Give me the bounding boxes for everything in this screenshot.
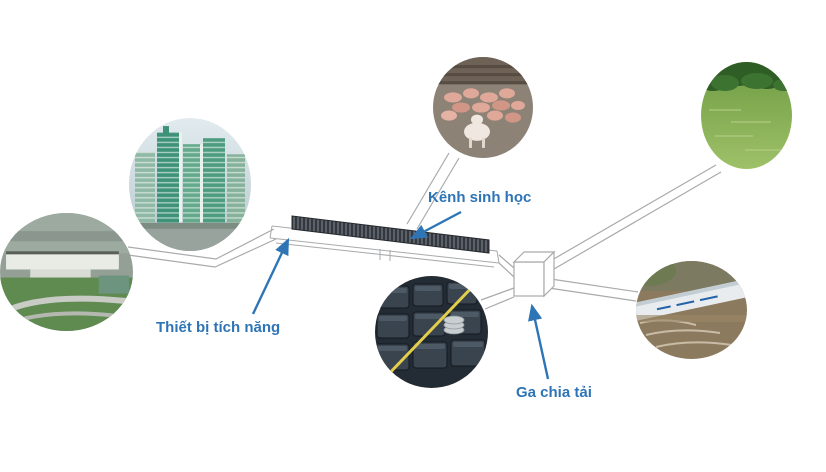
label-ga-chia-tai: Ga chia tải: [516, 384, 592, 401]
silver-cell-stack: [443, 315, 465, 335]
pipe-outlet-discharge: [541, 277, 639, 302]
airport-aerial-art: [0, 213, 133, 331]
arrow-thiet-bi-tich-nang: [251, 237, 290, 315]
arrow-kenh-sinh-hoc: [409, 210, 462, 240]
battery-storage-photo: [375, 276, 488, 388]
pipe-channel-to-box: [498, 254, 515, 278]
green-lake-photo: [701, 62, 792, 169]
pipe-outlet-lake: [551, 164, 722, 270]
pipe-battery: [480, 287, 515, 310]
discharge-channel-photo: [636, 261, 747, 359]
pipe-inlet-pigfarm: [406, 152, 460, 230]
green-lake-art: [701, 62, 792, 169]
apartment-towers-art: [129, 118, 251, 251]
pig-farm-photo: [433, 57, 533, 158]
load-splitter-box: [512, 250, 556, 298]
biological-channel-grating: [291, 215, 490, 254]
discharge-channel-art: [636, 261, 747, 359]
arrow-ga-chia-tai: [528, 303, 550, 380]
label-kenh-sinh-hoc: Kênh sinh học: [428, 189, 532, 206]
airport-aerial-photo: [0, 213, 133, 331]
yellow-cable: [381, 280, 479, 382]
pipe-inlet-left: [127, 228, 277, 268]
apartment-towers-photo: [129, 118, 251, 251]
battery-storage-art: [375, 276, 488, 388]
white-weir-pipe: [636, 277, 747, 322]
pig-farm-art: [433, 57, 533, 158]
white-pig: [464, 114, 490, 148]
label-thiet-bi-tich-nang: Thiết bị tích năng: [156, 319, 281, 336]
